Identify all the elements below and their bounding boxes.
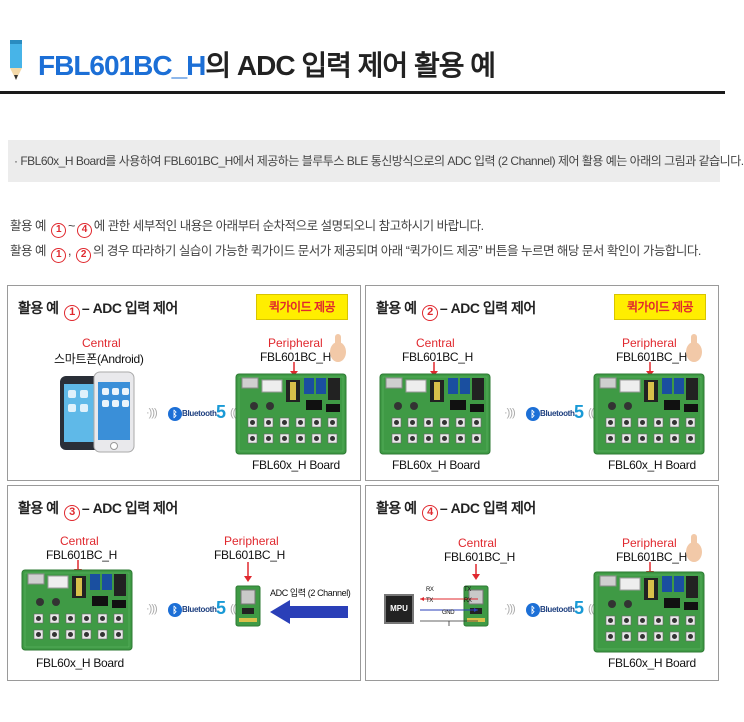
bluetooth-5-icon: ·))) ᛒ Bluetooth 5 (((· <box>504 598 600 618</box>
peripheral-label: Peripheral <box>224 534 279 548</box>
bluetooth-5-icon: ·))) ᛒ Bluetooth 5 (((· <box>504 402 600 422</box>
board-caption: FBL60x_H Board <box>36 656 124 670</box>
central-label: Central <box>458 536 497 550</box>
central-device: 스마트폰(Android) <box>54 352 144 366</box>
fbl60x-board-image <box>593 373 705 455</box>
pencil-icon <box>10 40 22 80</box>
peripheral-label: Peripheral <box>268 336 323 350</box>
smartphone-icon <box>60 371 135 453</box>
fbl60x-board-image <box>235 373 347 455</box>
arrow-down-icon <box>244 562 252 582</box>
bluetooth-5-icon: ·))) ᛒ Bluetooth 5 (((· <box>146 402 242 422</box>
title-divider <box>0 91 725 94</box>
peripheral-device: FBL601BC_H <box>616 350 688 364</box>
board-caption: FBL60x_H Board <box>608 656 696 670</box>
panel-title: 활용 예 4– ADC 입력 제어 <box>376 498 536 521</box>
example-panel-1: 활용 예 1– ADC 입력 제어 퀵가이드 제공 Central 스마트폰(A… <box>7 285 361 481</box>
central-label: Central <box>82 336 121 350</box>
arrow-left-icon <box>270 600 348 624</box>
example-panel-2: 활용 예 2– ADC 입력 제어 퀵가이드 제공 Central FBL601… <box>365 285 719 481</box>
fbl60x-board-image <box>21 569 133 651</box>
quickguide-button[interactable]: 퀵가이드 제공 <box>614 294 706 320</box>
signal-gnd: GND <box>442 610 455 616</box>
notice-bar: · FBL60x_H Board를 사용하여 FBL601BC_H에서 제공하는… <box>8 140 744 182</box>
signal-tx-right: TX <box>464 587 471 593</box>
peripheral-label: Peripheral <box>622 536 677 550</box>
page-header: FBL601BC_H의 ADC 입력 제어 활용 예 <box>0 0 725 100</box>
signal-tx-left: TX <box>426 598 433 604</box>
fbl60x-board-image <box>379 373 491 455</box>
central-device: FBL601BC_H <box>444 550 516 564</box>
example-panel-4: 활용 예 4– ADC 입력 제어 Central FBL601BC_H MPU… <box>365 485 719 681</box>
fbl60x-board-image <box>593 571 705 653</box>
board-caption: FBL60x_H Board <box>252 458 340 472</box>
peripheral-device: FBL601BC_H <box>214 548 286 562</box>
signal-rx-right: RX <box>464 598 472 604</box>
peripheral-device: FBL601BC_H <box>260 350 332 364</box>
central-label: Central <box>60 534 99 548</box>
board-caption: FBL60x_H Board <box>608 458 696 472</box>
peripheral-label: Peripheral <box>622 336 677 350</box>
fbl601bc-module-image <box>235 585 261 627</box>
central-device: FBL601BC_H <box>402 350 474 364</box>
board-caption: FBL60x_H Board <box>392 458 480 472</box>
example-panel-3: 활용 예 3– ADC 입력 제어 Central FBL601BC_H FBL… <box>7 485 361 681</box>
quickguide-button[interactable]: 퀵가이드 제공 <box>256 294 348 320</box>
mpu-chip: MPU <box>384 594 414 624</box>
adc-input-label: ADC 입력 (2 Channel) <box>270 588 351 598</box>
finger-pointer-icon <box>686 534 702 562</box>
page-title: FBL601BC_H의 ADC 입력 제어 활용 예 <box>38 50 496 81</box>
panel-title: 활용 예 2– ADC 입력 제어 <box>376 298 536 321</box>
bluetooth-5-icon: ·))) ᛒ Bluetooth 5 (((· <box>146 598 242 618</box>
finger-pointer-icon <box>686 334 702 362</box>
peripheral-device: FBL601BC_H <box>616 550 688 564</box>
arrow-down-icon <box>472 564 480 580</box>
central-device: FBL601BC_H <box>46 548 118 562</box>
signal-rx-left: RX <box>426 587 434 593</box>
finger-pointer-icon <box>330 334 346 362</box>
uart-signal-lines <box>420 597 478 626</box>
central-label: Central <box>416 336 455 350</box>
panel-title: 활용 예 3– ADC 입력 제어 <box>18 498 178 521</box>
panel-title: 활용 예 1– ADC 입력 제어 <box>18 298 178 321</box>
